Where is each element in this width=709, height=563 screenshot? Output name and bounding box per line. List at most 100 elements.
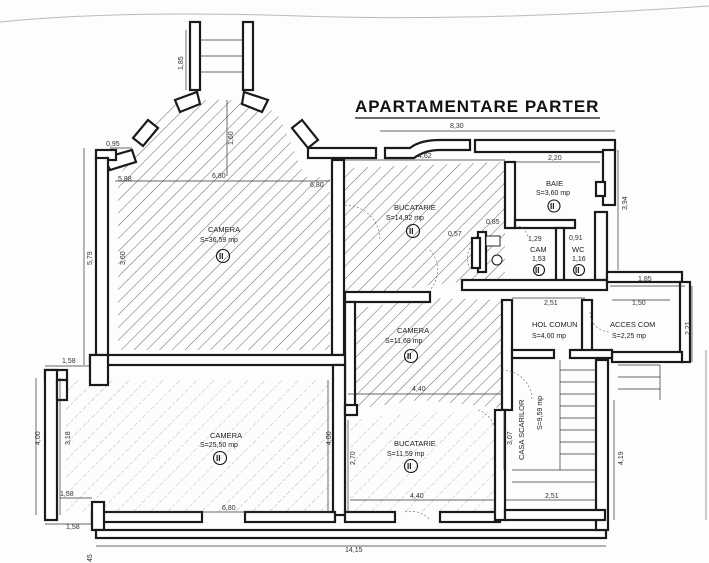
room-name-camera-bottom: CAMERA (210, 431, 242, 440)
room-name-camera-large: CAMERA (208, 225, 240, 234)
room-level-circle (405, 223, 421, 239)
room-level-circle (403, 458, 419, 474)
wall-access-bottom (610, 350, 684, 364)
wall-cam-bottom (460, 278, 609, 292)
wall-baie-left (503, 160, 517, 230)
room-area-cam: 1,53 (532, 256, 546, 263)
wall-lower-left (43, 368, 59, 522)
dim-6-80-a: 6,80 (212, 173, 226, 180)
dim-3-94: 3,94 (622, 196, 629, 210)
wall-left-camera (94, 156, 110, 365)
room-name-bucatarie-bottom: BUCATARIE (394, 439, 436, 448)
room-name-casa-scarilor: CASA SCARILOR (517, 399, 526, 460)
wall-bottom-3 (343, 510, 397, 524)
room-level-circle (532, 263, 546, 277)
dim-8-30: 8,30 (450, 123, 464, 130)
room-level-wc: II (575, 266, 579, 275)
room-level-bucatarie-bottom: II (407, 462, 411, 471)
room-name-bucatarie-top: BUCATARIE (394, 203, 436, 212)
wall-top-far-right (473, 138, 617, 154)
dim-4-40-b: 4,40 (410, 493, 424, 500)
wall-hol-bottom (510, 348, 556, 360)
wall-access-top (605, 270, 684, 284)
wall-right-small (594, 180, 607, 198)
wall-bay-2 (240, 90, 270, 114)
wall-top-stair-right (241, 20, 255, 92)
wall-top-stair-left (188, 20, 202, 92)
sink-fixture (485, 235, 501, 247)
wall-bottom-1 (90, 510, 204, 524)
dim-0-95: 0,95 (106, 141, 120, 148)
wall-top-right (383, 138, 472, 160)
dim-6-80-c: 6,80 (222, 505, 236, 512)
dim-14-15: 14,15 (345, 547, 363, 554)
wall-bay-3 (131, 118, 160, 148)
wall-stairs-left (493, 408, 507, 522)
room-name-wc: WC (572, 245, 585, 254)
wall-top-mid (306, 146, 378, 160)
wall-cam-stub (470, 236, 482, 270)
dim-0-57: 0,57 (448, 231, 462, 238)
wall-bottom-4 (438, 510, 502, 524)
wall-camera-bottom-right (331, 363, 347, 517)
room-name-acces-com: ACCES COM (610, 320, 655, 329)
room-area-hol-comun: S=4,00 mp (532, 333, 566, 340)
room-name-hol-comun: HOL COMUN (532, 320, 578, 329)
room-level-circle (212, 450, 228, 466)
dim-4-00: 4,00 (35, 431, 42, 445)
wall-hol-left (500, 298, 514, 412)
dim-2-20: 2,20 (548, 155, 562, 162)
dim-1-58-b: 1,58 (60, 491, 74, 498)
dim-1-29: 1,29 (528, 236, 542, 243)
wall-bucatarie-mid (343, 290, 432, 304)
dim-3-07: 3,07 (507, 431, 514, 445)
room-name-baie: BAIE (546, 179, 563, 188)
room-name-camera-mid: CAMERA (397, 326, 429, 335)
wall-mid-horizontal (88, 353, 347, 367)
room-area-camera-bottom: S=25,50 mp (200, 442, 238, 449)
room-bucatarie-bottom-hatch (350, 412, 495, 512)
room-area-casa-scarilor: S=9,59 mp (537, 396, 544, 430)
room-level-circle (547, 199, 561, 213)
wall-bucatarie-bottom-left (343, 403, 359, 417)
room-level-circle (403, 348, 419, 364)
room-area-camera-large: S=36,59 mp (200, 237, 238, 244)
dim-4-62: 4,62 (418, 153, 432, 160)
dim-1-50-right: 1,50 (632, 300, 646, 307)
room-name-cam: CAM (530, 245, 547, 254)
dim-1-60: 1,60 (228, 131, 235, 145)
room-level-bucatarie-top: II (409, 227, 413, 236)
room-area-wc: 1,16 (572, 256, 586, 263)
dim-4-40-a: 4,40 (412, 386, 426, 393)
room-level-camera-mid: II (407, 352, 411, 361)
dim-5-88: 5,88 (118, 176, 132, 183)
wall-bottom-outer (94, 528, 608, 540)
dim-0-91: 0,91 (569, 235, 583, 242)
room-level-circle (215, 248, 231, 264)
dim-3-18: 3,18 (65, 431, 72, 445)
room-level-camera-bottom: II (216, 454, 220, 463)
wall-wc-right (593, 210, 609, 282)
room-area-bucatarie-top: S=14,92 mp (386, 215, 424, 222)
wall-hol-bottom-right (568, 348, 614, 360)
stairs-steps (512, 360, 661, 483)
wall-bay-1 (173, 90, 202, 114)
room-area-baie: S=3,60 mp (536, 190, 570, 197)
dim-1-85-top: 1,85 (178, 56, 185, 70)
wall-stairs-bottom (503, 508, 607, 522)
dim-45: 45 (87, 554, 94, 562)
dim-2-51-a: 2,51 (544, 300, 558, 307)
wall-stairs-right (594, 358, 610, 532)
wall-access-right (678, 280, 692, 364)
plan-title: APARTAMENTARE PARTER (355, 97, 599, 116)
dimension-lines (35, 30, 693, 547)
wall-bottom-left-jog (90, 500, 106, 532)
room-camera-bottom-hatch (66, 380, 330, 512)
room-area-camera-mid: S=11,68 mp (385, 338, 423, 345)
dim-4-19: 4,19 (618, 451, 625, 465)
dim-1-85-right: 1,85 (638, 276, 652, 283)
dim-4-00-b: 4,00 (326, 431, 333, 445)
room-level-cam: II (535, 266, 539, 275)
room-level-circle (572, 263, 586, 277)
paper-edge (0, 5, 709, 23)
